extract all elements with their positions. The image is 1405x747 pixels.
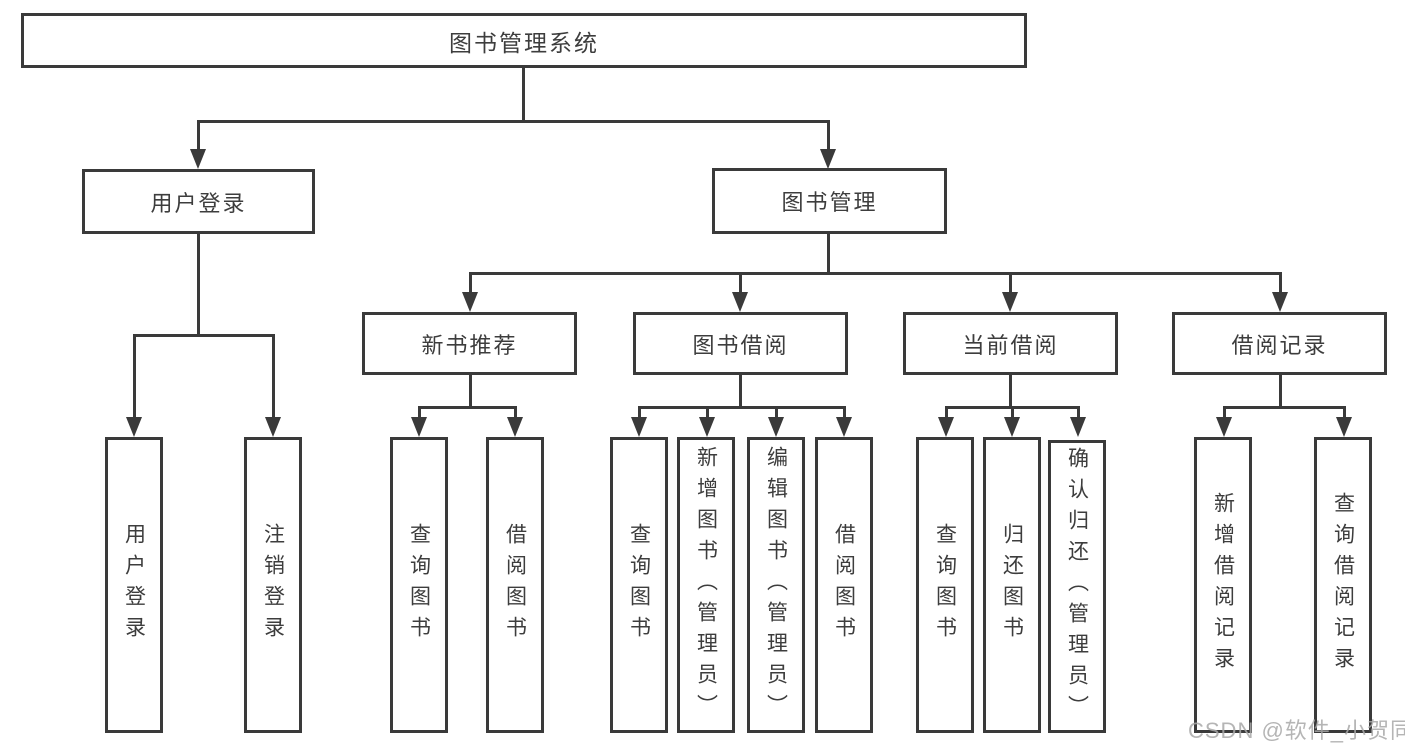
arrow-down-icon	[1336, 417, 1352, 437]
arrow-down-icon	[699, 417, 715, 437]
watermark: CSDN @软件_小贺同学	[1188, 718, 1405, 743]
arrow-down-icon	[411, 417, 427, 437]
connector-line	[1279, 375, 1282, 409]
connector-line	[739, 375, 742, 409]
arrow-down-icon	[820, 149, 836, 169]
connector-line	[1009, 375, 1012, 409]
node-user-login: 用户登录	[82, 169, 315, 234]
arrow-down-icon	[507, 417, 523, 437]
connector-line	[418, 406, 517, 409]
arrow-down-icon	[1070, 417, 1086, 437]
node-book-management: 图书管理	[712, 168, 947, 234]
connector-line	[827, 120, 830, 151]
connector-line	[1223, 406, 1346, 409]
connector-line	[1077, 406, 1080, 419]
connector-line	[1223, 406, 1226, 419]
arrow-down-icon	[462, 292, 478, 312]
connector-line	[706, 406, 709, 419]
connector-line	[843, 406, 846, 419]
connector-line	[272, 334, 275, 419]
leaf-add-borrow-record: 新增借阅记录	[1194, 437, 1252, 733]
arrow-down-icon	[732, 292, 748, 312]
leaf-query-borrow-record: 查询借阅记录	[1314, 437, 1372, 733]
connector-line	[418, 406, 421, 419]
arrow-down-icon	[190, 149, 206, 169]
leaf-edit-books-admin: 编辑图书（管理员）	[747, 437, 805, 733]
connector-line	[197, 120, 200, 151]
leaf-query-books-current: 查询图书	[916, 437, 974, 733]
arrow-down-icon	[126, 417, 142, 437]
leaf-query-books-recommend: 查询图书	[390, 437, 448, 733]
connector-line	[197, 234, 200, 337]
leaf-logout: 注销登录	[244, 437, 302, 733]
connector-line	[1011, 406, 1014, 419]
arrow-down-icon	[1272, 292, 1288, 312]
leaf-add-books-admin: 新增图书（管理员）	[677, 437, 735, 733]
connector-line	[945, 406, 948, 419]
node-current-borrowing: 当前借阅	[903, 312, 1118, 375]
connector-line	[638, 406, 846, 409]
connector-line	[739, 272, 742, 294]
arrow-down-icon	[631, 417, 647, 437]
connector-line	[469, 272, 1282, 275]
connector-line	[775, 406, 778, 419]
connector-line	[827, 234, 830, 275]
leaf-borrow-books-borrowing: 借阅图书	[815, 437, 873, 733]
leaf-query-books-borrowing: 查询图书	[610, 437, 668, 733]
connector-line	[469, 272, 472, 294]
arrow-down-icon	[1002, 292, 1018, 312]
arrow-down-icon	[836, 417, 852, 437]
connector-line	[1279, 272, 1282, 294]
node-system-root: 图书管理系统	[21, 13, 1027, 68]
leaf-return-books: 归还图书	[983, 437, 1041, 733]
arrow-down-icon	[1216, 417, 1232, 437]
node-book-borrowing: 图书借阅	[633, 312, 848, 375]
leaf-borrow-books-recommend: 借阅图书	[486, 437, 544, 733]
connector-line	[1343, 406, 1346, 419]
connector-line	[133, 334, 136, 419]
connector-line	[133, 334, 275, 337]
connector-line	[197, 120, 830, 123]
node-new-book-recommendation: 新书推荐	[362, 312, 577, 375]
connector-line	[469, 375, 472, 409]
node-borrowing-records: 借阅记录	[1172, 312, 1387, 375]
connector-line	[522, 66, 525, 122]
arrow-down-icon	[938, 417, 954, 437]
leaf-user-login: 用户登录	[105, 437, 163, 733]
arrow-down-icon	[768, 417, 784, 437]
arrow-down-icon	[1004, 417, 1020, 437]
connector-line	[638, 406, 641, 419]
connector-line	[514, 406, 517, 419]
leaf-confirm-return-admin: 确认归还（管理员）	[1048, 440, 1106, 733]
arrow-down-icon	[265, 417, 281, 437]
connector-line	[1009, 272, 1012, 294]
